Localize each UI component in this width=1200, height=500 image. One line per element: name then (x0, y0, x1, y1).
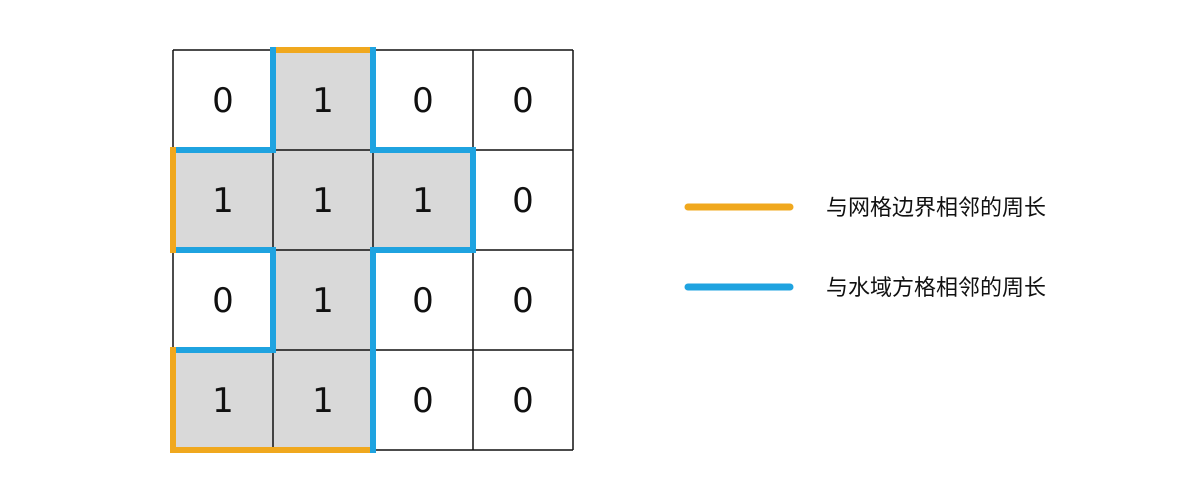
land-cell (273, 250, 373, 350)
water-cell (173, 50, 273, 150)
grid-cells (173, 50, 573, 450)
cell-value: 1 (212, 181, 234, 221)
land-cell (373, 150, 473, 250)
cell-value: 1 (312, 281, 334, 321)
cell-value: 0 (212, 281, 234, 321)
cell-value: 0 (512, 181, 534, 221)
perimeter-segments (170, 47, 476, 453)
water-cell (173, 250, 273, 350)
cell-value: 0 (212, 81, 234, 121)
cell-value: 1 (412, 181, 434, 221)
water-cell (473, 350, 573, 450)
water-cell (373, 350, 473, 450)
water-cell (473, 250, 573, 350)
cell-value: 1 (212, 381, 234, 421)
legend: 与网格边界相邻的周长 与水域方格相邻的周长 (684, 196, 1046, 301)
cell-value: 0 (412, 281, 434, 321)
water-cell (473, 150, 573, 250)
water-cell (373, 250, 473, 350)
legend-label-grid-boundary: 与网格边界相邻的周长 (826, 196, 1046, 221)
cell-value: 0 (512, 381, 534, 421)
land-cell (273, 350, 373, 450)
legend-label-water-adjacent: 与水域方格相邻的周长 (826, 276, 1046, 301)
cell-value: 0 (412, 381, 434, 421)
cell-value: 1 (312, 181, 334, 221)
cell-value: 0 (512, 281, 534, 321)
cell-labels: 0 1 0 0 1 1 1 0 0 1 0 0 1 1 0 0 (212, 81, 534, 421)
cell-value: 0 (512, 81, 534, 121)
cell-value: 1 (312, 381, 334, 421)
land-cell (273, 150, 373, 250)
cell-value: 0 (412, 81, 434, 121)
land-cell (173, 150, 273, 250)
cell-value: 1 (312, 81, 334, 121)
land-cell (173, 350, 273, 450)
water-cell (473, 50, 573, 150)
water-cell (373, 50, 473, 150)
land-cell (273, 50, 373, 150)
